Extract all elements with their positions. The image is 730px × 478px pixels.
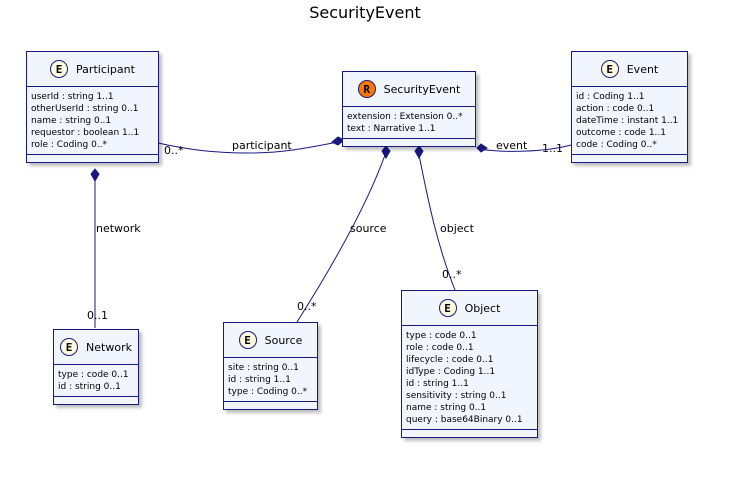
- entity-stereotype-icon: E: [60, 338, 79, 356]
- class-network[interactable]: E Network type : code 0..1 id : string 0.…: [53, 329, 139, 405]
- event-composition-diamond: [476, 143, 488, 153]
- class-securityevent-name: SecurityEvent: [383, 82, 461, 96]
- class-object-methods: [402, 430, 537, 437]
- source-multiplicity: 0..*: [297, 300, 317, 313]
- class-source-header: E Source: [224, 323, 317, 358]
- class-source-name: Source: [264, 333, 303, 347]
- event-edge: [478, 144, 572, 152]
- class-source[interactable]: E Source site : string 0..1 id : string 1…: [223, 322, 318, 410]
- attribute: text : Narrative 1..1: [347, 124, 436, 134]
- class-event[interactable]: E Event id : Coding 1..1 action : code 0.…: [571, 51, 688, 163]
- source-edge: [296, 154, 386, 323]
- network-edge-label: network: [96, 222, 141, 235]
- event-edge-label: event: [496, 139, 528, 152]
- class-participant-methods: [27, 155, 158, 162]
- attribute: site : string 0..1: [228, 363, 299, 373]
- attribute: type : code 0..1: [58, 370, 129, 380]
- attribute: action : code 0..1: [576, 104, 655, 114]
- class-event-name: Event: [626, 62, 659, 76]
- attribute: idType : Coding 1..1: [406, 367, 496, 377]
- resource-stereotype-icon: R: [357, 80, 376, 98]
- attribute: name : string 0..1: [406, 403, 487, 413]
- object-composition-diamond: [414, 145, 424, 160]
- participant-multiplicity: 0..*: [164, 144, 184, 157]
- source-composition-diamond: [381, 145, 391, 160]
- attribute: id : string 1..1: [228, 375, 291, 385]
- diagram-title: SecurityEvent: [309, 3, 421, 22]
- class-participant[interactable]: E Participant userId : string 1..1 otherU…: [26, 51, 159, 163]
- attribute: lifecycle : code 0..1: [406, 355, 494, 365]
- class-securityevent-methods: [343, 139, 475, 146]
- event-multiplicity: 1..1: [542, 142, 563, 155]
- attribute: outcome : code 1..1: [576, 128, 666, 138]
- class-object[interactable]: E Object type : code 0..1 role : code 0..…: [401, 290, 538, 438]
- class-object-header: E Object: [402, 291, 537, 326]
- attribute: dateTime : instant 1..1: [576, 116, 679, 126]
- network-composition-diamond: [90, 168, 100, 183]
- attribute: sensitivity : string 0..1: [406, 391, 507, 401]
- object-multiplicity: 0..*: [442, 268, 462, 281]
- object-edge: [418, 154, 456, 291]
- source-edge-label: source: [350, 222, 387, 235]
- class-participant-header: E Participant: [27, 52, 158, 87]
- network-multiplicity: 0..1: [87, 309, 108, 322]
- participant-edge: [157, 141, 339, 154]
- entity-stereotype-icon: E: [438, 299, 457, 317]
- class-participant-name: Participant: [76, 62, 135, 76]
- attribute: requestor : boolean 1..1: [31, 128, 140, 138]
- attribute: role : code 0..1: [406, 343, 474, 353]
- entity-stereotype-icon: E: [50, 60, 69, 78]
- class-participant-attributes: userId : string 1..1 otherUserId : strin…: [27, 87, 158, 155]
- attribute: id : Coding 1..1: [576, 92, 645, 102]
- entity-stereotype-icon: E: [600, 60, 619, 78]
- object-edge-label: object: [440, 222, 474, 235]
- attribute: id : string 1..1: [406, 379, 469, 389]
- class-network-methods: [54, 397, 138, 404]
- class-source-attributes: site : string 0..1 id : string 1..1 type…: [224, 358, 317, 402]
- class-event-methods: [572, 155, 687, 162]
- class-object-name: Object: [464, 301, 501, 315]
- class-network-name: Network: [86, 340, 132, 354]
- entity-stereotype-icon: E: [238, 331, 257, 349]
- class-securityevent-attributes: extension : Extension 0..* text : Narrat…: [343, 107, 475, 139]
- class-event-attributes: id : Coding 1..1 action : code 0..1 date…: [572, 87, 687, 155]
- class-event-header: E Event: [572, 52, 687, 87]
- class-network-attributes: type : code 0..1 id : string 0..1: [54, 365, 138, 397]
- attribute: id : string 0..1: [58, 382, 121, 392]
- class-source-methods: [224, 402, 317, 409]
- attribute: type : code 0..1: [406, 331, 477, 341]
- attribute: userId : string 1..1: [31, 92, 114, 102]
- attribute: query : base64Binary 0..1: [406, 415, 523, 425]
- class-securityevent[interactable]: R SecurityEvent extension : Extension 0..…: [342, 71, 476, 147]
- attribute: name : string 0..1: [31, 116, 112, 126]
- class-securityevent-header: R SecurityEvent: [343, 72, 475, 107]
- attribute: role : Coding 0..*: [31, 140, 108, 150]
- participant-composition-diamond: [331, 136, 345, 146]
- class-network-header: E Network: [54, 330, 138, 365]
- attribute: type : Coding 0..*: [228, 387, 308, 397]
- class-object-attributes: type : code 0..1 role : code 0..1 lifecy…: [402, 326, 537, 430]
- attribute: extension : Extension 0..*: [347, 112, 463, 122]
- attribute: otherUserId : string 0..1: [31, 104, 139, 114]
- attribute: code : Coding 0..*: [576, 140, 657, 150]
- participant-edge-label: participant: [232, 139, 292, 152]
